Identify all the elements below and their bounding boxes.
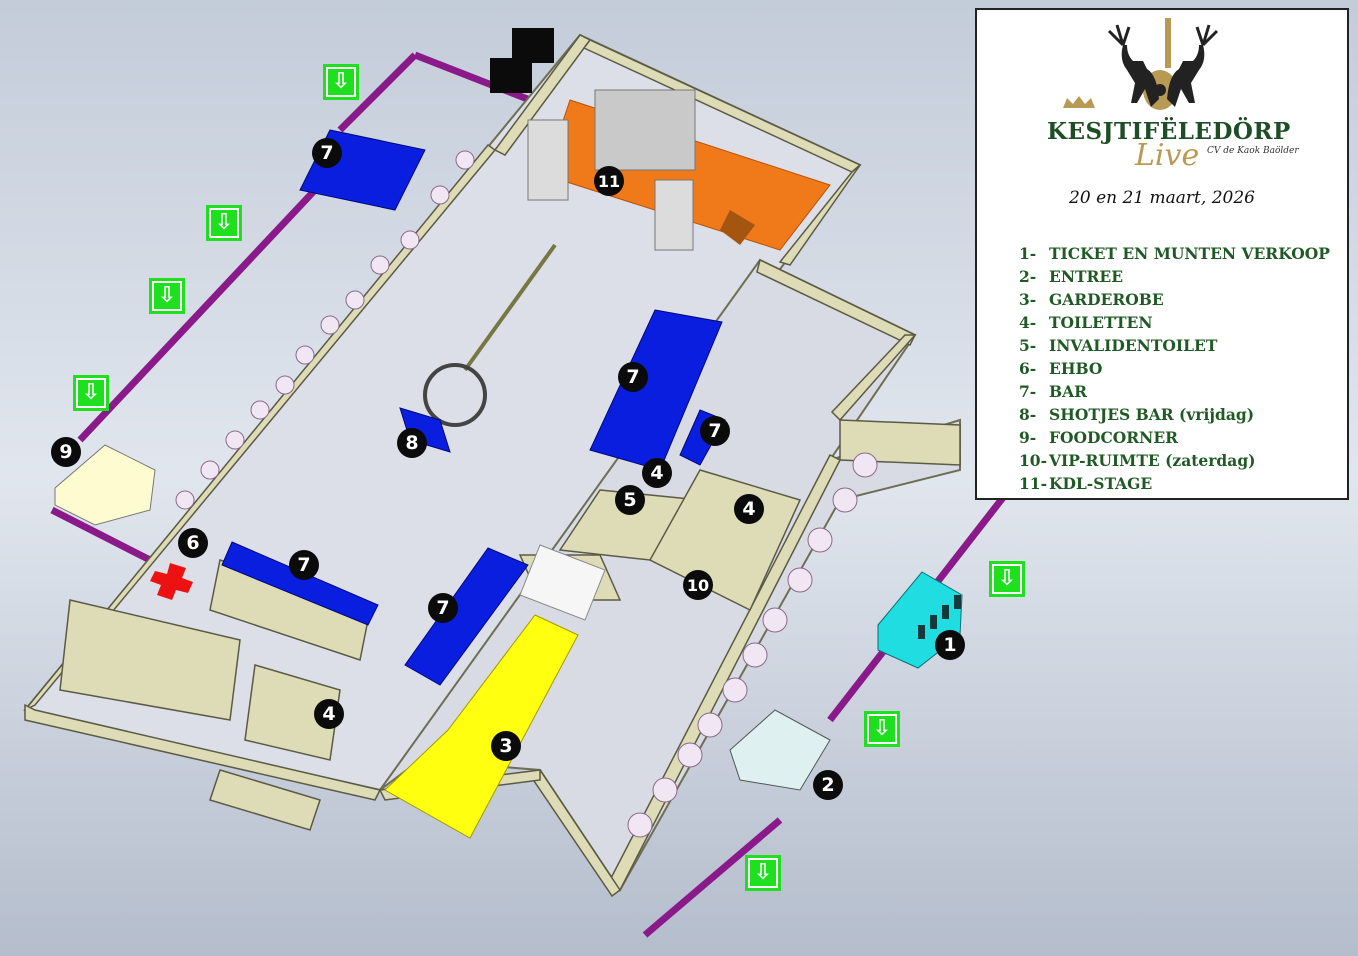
legend-item: 4-TOILETTEN (1019, 313, 1153, 332)
marker-8: 8 (397, 428, 427, 458)
emergency-exit-icon: ⇩ (864, 711, 900, 747)
marker-4b: 4 (734, 494, 764, 524)
marker-11: 11 (594, 166, 624, 196)
legend-item: 10-VIP-RUIMTE (zaterdag) (1019, 451, 1256, 470)
marker-2: 2 (813, 770, 843, 800)
marker-5: 5 (615, 485, 645, 515)
brand-organizer: CV de Kaok Baölder (1207, 146, 1299, 156)
emergency-exit-icon: ⇩ (73, 375, 109, 411)
legend-item: 6-EHBO (1019, 359, 1103, 378)
legend-item: 7-BAR (1019, 382, 1088, 401)
deer-guitar-logo (1063, 18, 1219, 110)
legend-item: 5-INVALIDENTOILET (1019, 336, 1218, 355)
emergency-exit-icon: ⇩ (323, 64, 359, 100)
marker-7c: 7 (700, 416, 730, 446)
brand-subtitle: Live (1135, 138, 1200, 173)
emergency-exit-icon: ⇩ (206, 205, 242, 241)
legend-panel: KESJTIFËLEDÖRP Live CV de Kaok Baölder 2… (975, 8, 1349, 500)
marker-9: 9 (51, 437, 81, 467)
fence (50, 51, 1008, 938)
marker-4a: 4 (642, 458, 672, 488)
legend-item: 3-GARDEROBE (1019, 290, 1164, 309)
marker-7e: 7 (428, 593, 458, 623)
legend-item: 9-FOODCORNER (1019, 428, 1179, 447)
emergency-exit-icon: ⇩ (149, 278, 185, 314)
marker-7d: 7 (289, 550, 319, 580)
brand-title: KESJTIFËLEDÖRP (1047, 118, 1291, 145)
event-date: 20 en 21 maart, 2026 (1069, 188, 1255, 208)
marker-1: 1 (935, 630, 965, 660)
legend-item: 11-KDL-STAGE (1019, 474, 1153, 493)
marker-10: 10 (683, 570, 713, 600)
marker-4c: 4 (314, 699, 344, 729)
bar-center (404, 547, 529, 686)
marker-7a: 7 (312, 138, 342, 168)
legend-item: 8-SHOTJES BAR (vrijdag) (1019, 405, 1255, 424)
garderobe (384, 614, 579, 839)
emergency-exit-icon: ⇩ (745, 855, 781, 891)
marker-3: 3 (491, 731, 521, 761)
emergency-exit-icon: ⇩ (989, 561, 1025, 597)
legend-item: 2-ENTREE (1019, 267, 1124, 286)
legend-item: 1-TICKET EN MUNTEN VERKOOP (1019, 244, 1330, 263)
legend-list: 1-TICKET EN MUNTEN VERKOOP 2-ENTREE 3-GA… (1019, 244, 1330, 497)
ehbo-cross-icon (150, 563, 193, 600)
foodcorner-tent (54, 444, 156, 526)
bar-left (221, 541, 379, 626)
marker-6: 6 (178, 528, 208, 558)
entrance-tent (729, 709, 831, 791)
marker-7b: 7 (618, 362, 648, 392)
